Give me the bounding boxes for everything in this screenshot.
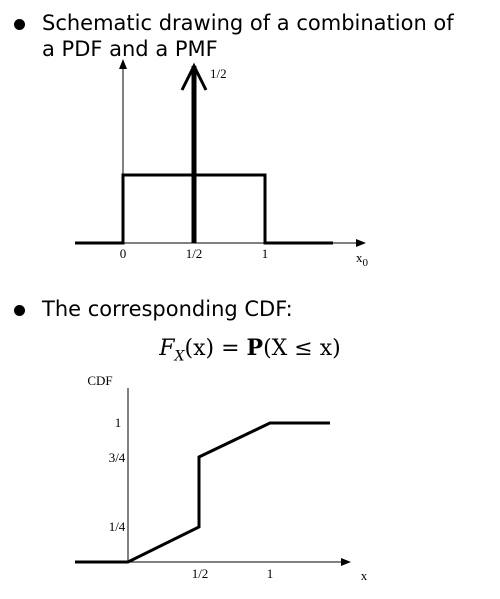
cdf-ytick-3-4: 3/4 — [109, 450, 126, 465]
cdf-xtick-half: 1/2 — [192, 566, 209, 581]
cdf-ytick-1-4: 1/4 — [109, 519, 126, 534]
impulse-mass-label: 1/2 — [210, 66, 227, 81]
bullet-dot-1 — [14, 19, 25, 30]
pdf-x-label: x0 — [356, 250, 369, 269]
cdf-curve — [75, 421, 330, 564]
formula-subscript: X — [174, 348, 185, 365]
bullet-text-2: The corresponding CDF: — [42, 297, 293, 321]
formula-args: (X ≤ x) — [263, 336, 341, 361]
pdf-pmf-plot: 1/2 0 1/2 1 x0 — [75, 59, 369, 269]
bullet-dot-2 — [14, 305, 25, 316]
pmf-impulse-arrowhead — [180, 62, 208, 91]
cdf-plot: CDF 1 3/4 1/4 1/2 1 x — [75, 373, 368, 583]
pdf-tick-1: 1 — [262, 246, 269, 261]
cdf-formula: FX(x) = P(X ≤ x) — [0, 335, 500, 364]
formula-F: F — [159, 336, 175, 361]
pdf-tick-half: 1/2 — [186, 246, 203, 261]
formula-P: P — [246, 335, 264, 361]
pdf-x-label-sub: 0 — [363, 257, 369, 269]
cdf-ytick-1: 1 — [115, 415, 122, 430]
bullet-text-1-line1: Schematic drawing of a combination of — [42, 11, 454, 35]
cdf-x-label: x — [361, 568, 368, 583]
cdf-y-label: CDF — [87, 373, 112, 388]
formula-rest: (x) = — [184, 336, 247, 361]
pdf-x-label-main: x — [356, 250, 363, 265]
pdf-curve — [75, 173, 333, 245]
cdf-xtick-1: 1 — [267, 566, 274, 581]
pdf-tick-0: 0 — [120, 246, 127, 261]
bullet-text-1-line2: a PDF and a PMF — [42, 37, 218, 61]
